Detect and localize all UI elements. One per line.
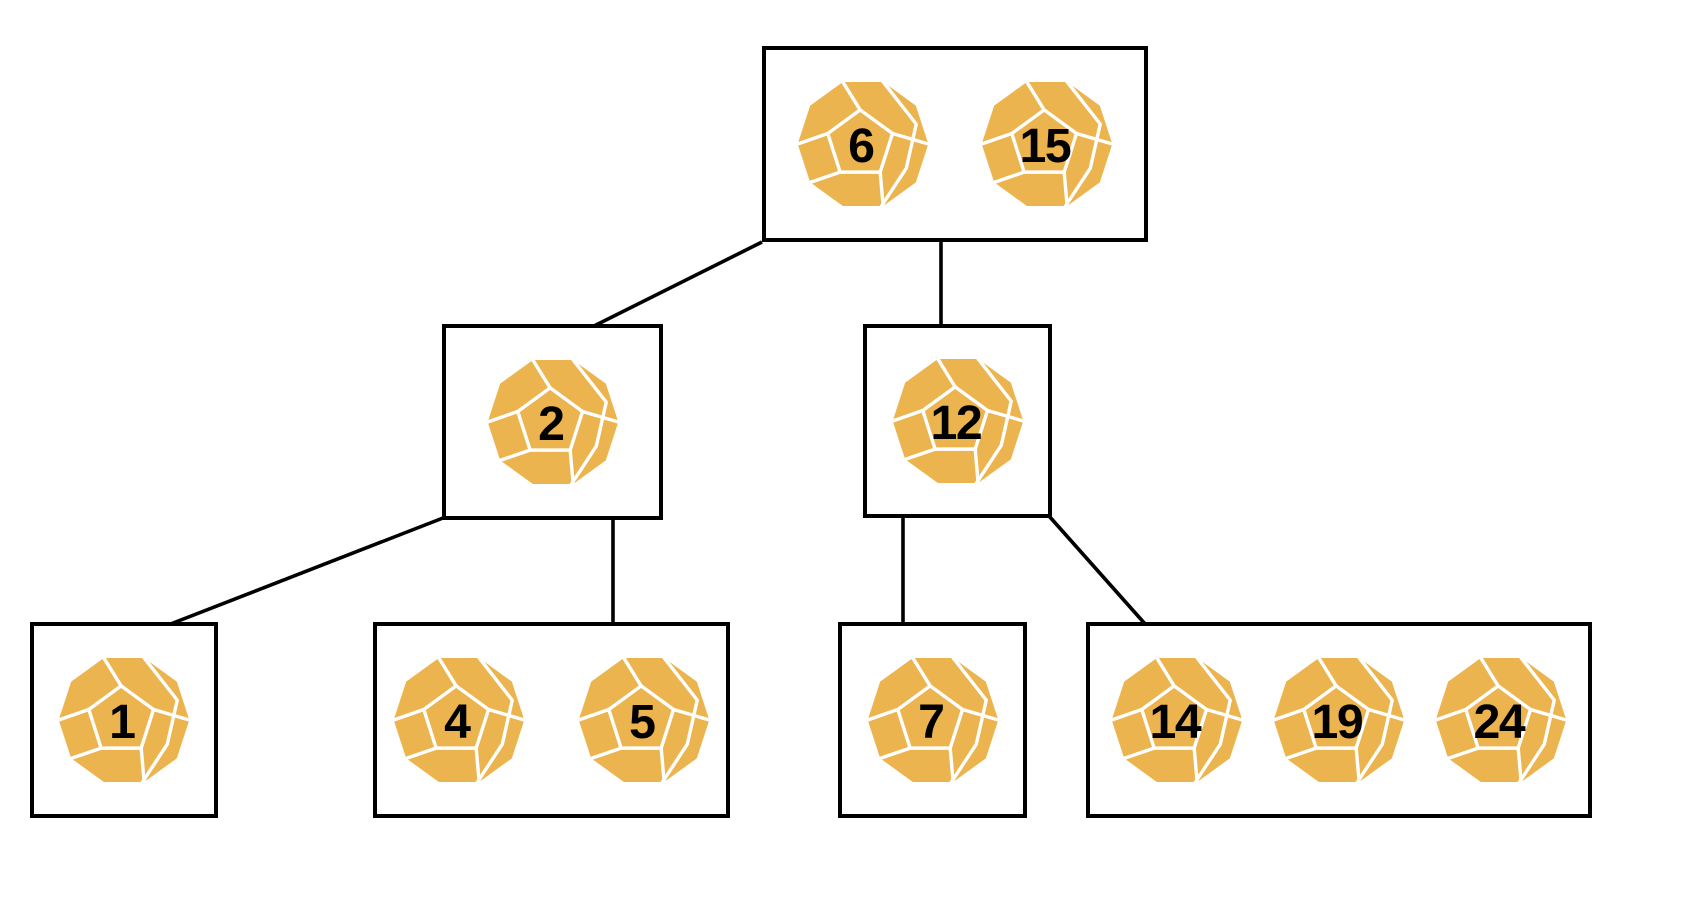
tree-node-n7: 7: [838, 622, 1027, 818]
die-value: 19: [1311, 695, 1362, 749]
tree-node-n1: 1: [30, 622, 218, 818]
die-value: 7: [918, 695, 943, 749]
die-face-lines: [56, 656, 192, 784]
die-face-lines: [865, 656, 1000, 784]
tree-node-root: 6 15: [762, 46, 1148, 242]
die-value: 2: [538, 397, 563, 451]
d12-die-icon: 19: [1271, 656, 1407, 784]
d12-die-icon: 4: [391, 656, 527, 784]
d12-die-icon: 1: [56, 656, 192, 784]
die-face-lines: [890, 357, 1025, 485]
d12-die-icon: 24: [1433, 656, 1569, 784]
die-face-lines: [391, 656, 527, 784]
tree-node-n12: 12: [863, 324, 1052, 518]
die-value: 24: [1473, 695, 1525, 749]
d12-die-icon: 14: [1109, 656, 1245, 784]
die-value: 5: [629, 695, 655, 749]
tree-edge-n2-n1: [167, 516, 444, 627]
d12-die-icon: 2: [485, 358, 620, 486]
die-value: 15: [1019, 119, 1070, 173]
d12-die-icon: 6: [795, 80, 931, 208]
tree-edge-n12-n141924: [1047, 514, 1148, 627]
die-value: 6: [848, 119, 874, 173]
die-value: 14: [1149, 695, 1201, 749]
die-face-lines: [1109, 656, 1245, 784]
tree-edge-root-n2: [591, 240, 763, 329]
die-face-lines: [576, 656, 712, 784]
die-face-lines: [795, 80, 931, 208]
die-value: 1: [109, 695, 135, 749]
d12-die-icon: 7: [865, 656, 1000, 784]
d12-die-icon: 15: [979, 80, 1115, 208]
die-face-lines: [979, 80, 1115, 208]
d12-die-icon: 12: [890, 357, 1025, 485]
d12-die-icon: 5: [576, 656, 712, 784]
die-face-lines: [485, 358, 620, 486]
die-face-lines: [1271, 656, 1407, 784]
die-value: 4: [444, 695, 471, 749]
tree-node-n141924: 14 19 24: [1086, 622, 1592, 818]
tree-node-n2: 2: [442, 324, 663, 520]
die-value: 12: [930, 396, 981, 450]
die-face-lines: [1433, 656, 1569, 784]
